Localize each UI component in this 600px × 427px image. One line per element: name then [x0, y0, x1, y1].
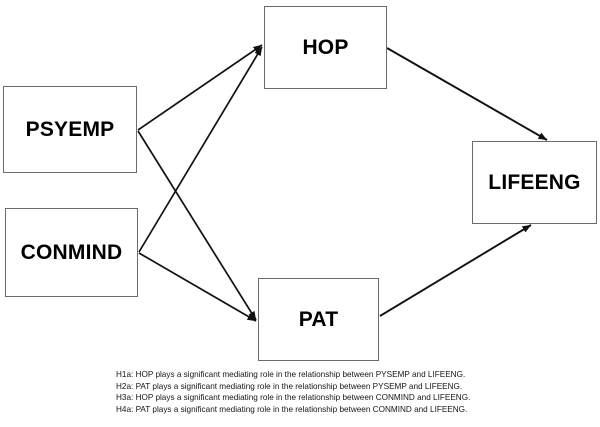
- edge-psyemp-to-pat: [137, 130, 257, 321]
- node-lifeeng[interactable]: LIFEENG: [472, 141, 597, 224]
- hypothesis-line-h4a: H4a: PAT plays a significant mediating r…: [116, 405, 468, 415]
- edge-conmind-to-hop: [138, 46, 263, 253]
- edge-pat-to-lifeeng: [379, 224, 532, 317]
- edge-psyemp-to-hop: [137, 44, 263, 131]
- hypothesis-line-h1a: H1a: HOP plays a significant mediating r…: [116, 370, 466, 379]
- hypothesis-line-h2a: H2a: PAT plays a significant mediating r…: [116, 381, 463, 391]
- edge-conmind-to-pat: [138, 252, 257, 322]
- node-hop[interactable]: HOP: [264, 6, 387, 89]
- node-pat-label: PAT: [298, 307, 339, 331]
- node-psyemp[interactable]: PSYEMP: [3, 86, 137, 173]
- node-lifeeng-label: LIFEENG: [488, 170, 581, 194]
- node-conmind[interactable]: CONMIND: [5, 208, 138, 297]
- hypotheses-list: H1a: HOP plays a significant mediating r…: [116, 369, 536, 416]
- edge-hop-to-lifeeng: [386, 47, 548, 141]
- hypothesis-line-h3a: H3a: HOP plays a significant mediating r…: [116, 393, 471, 403]
- node-psyemp-label: PSYEMP: [25, 117, 115, 141]
- node-conmind-label: CONMIND: [20, 240, 123, 264]
- node-hop-label: HOP: [302, 35, 349, 59]
- node-pat[interactable]: PAT: [258, 278, 379, 361]
